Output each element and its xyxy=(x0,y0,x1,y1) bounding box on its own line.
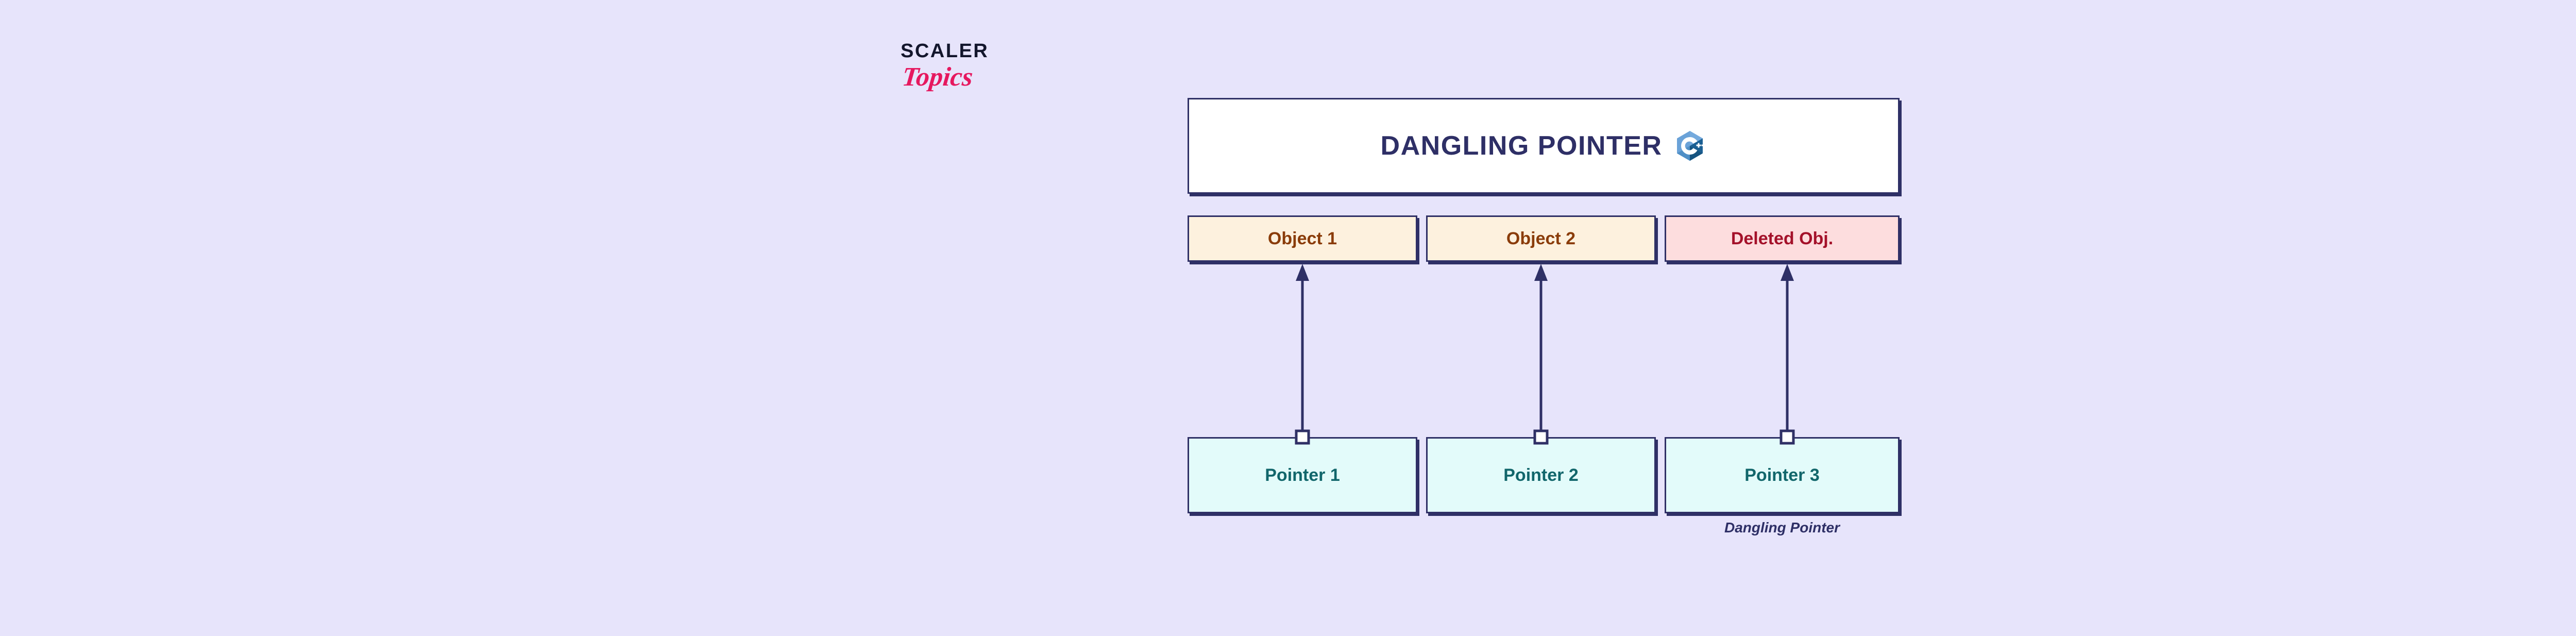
object-box-3-deleted: Deleted Obj. xyxy=(1665,215,1900,262)
pointer-box-3: Pointer 3 xyxy=(1665,437,1900,513)
dangling-pointer-diagram: DANGLING POINTER Object 1 Object 2 Delet… xyxy=(1188,98,1904,572)
object-box-2-label: Object 2 xyxy=(1506,228,1576,248)
object-box-3-label: Deleted Obj. xyxy=(1731,228,1834,248)
page-title: DANGLING POINTER xyxy=(1380,131,1663,161)
object-box-1: Object 1 xyxy=(1188,215,1417,262)
object-box-2: Object 2 xyxy=(1426,215,1656,262)
connector-arrow-2 xyxy=(1533,264,1549,445)
pointer-box-3-label: Pointer 3 xyxy=(1744,465,1820,485)
pointer-box-1: Pointer 1 xyxy=(1188,437,1417,513)
logo-topics-wordmark: Topics xyxy=(901,62,975,92)
scaler-topics-logo: SCALER Topics xyxy=(901,41,1055,124)
diagram-title-box: DANGLING POINTER xyxy=(1188,98,1900,194)
object-box-1-label: Object 1 xyxy=(1267,228,1337,248)
pointer-box-1-label: Pointer 1 xyxy=(1265,465,1340,485)
dangling-pointer-caption: Dangling Pointer xyxy=(1724,520,1840,535)
logo-scaler-wordmark: SCALER xyxy=(901,40,989,62)
connector-arrow-1 xyxy=(1295,264,1310,445)
pointer-box-2-label: Pointer 2 xyxy=(1503,465,1579,485)
cpp-logo-icon xyxy=(1677,131,1706,161)
pointer-box-2: Pointer 2 xyxy=(1426,437,1656,513)
connector-arrow-3-dangling xyxy=(1780,264,1795,445)
